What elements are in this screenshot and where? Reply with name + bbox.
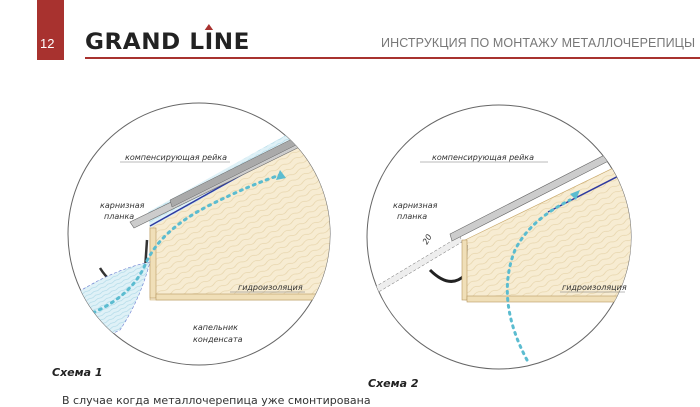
label-waterproofing: гидроизоляция xyxy=(562,283,627,292)
logo-text: GRAND L xyxy=(85,30,205,55)
label-eaves-plank-2: планка xyxy=(104,212,134,221)
page-tab xyxy=(37,0,64,60)
logo-i: I xyxy=(204,24,214,55)
label-drip-2: конденсата xyxy=(193,335,243,344)
document-title: ИНСТРУКЦИЯ ПО МОНТАЖУ МЕТАЛЛОЧЕРЕПИЦЫ xyxy=(381,36,696,50)
scheme-2-diagram: компенсирующая рейка карнизная планка 20… xyxy=(366,104,632,370)
label-waterproofing: гидроизоляция xyxy=(238,283,303,292)
grand-line-logo: GRAND LINE xyxy=(85,24,250,55)
label-eaves-plank: карнизная xyxy=(100,201,145,210)
scheme-2-caption: Схема 2 xyxy=(368,377,419,390)
dimension-label: 20 xyxy=(421,233,434,246)
page-number: 12 xyxy=(40,36,55,51)
scheme-1-caption: Схема 1 xyxy=(52,366,103,379)
air-flow xyxy=(505,198,572,362)
label-compensating-batten: компенсирующая рейка xyxy=(432,153,534,162)
logo-text-end: NE xyxy=(213,30,250,55)
label-eaves-plank: карнизная xyxy=(393,201,438,210)
header-rule xyxy=(85,57,700,59)
label-drip: капельник xyxy=(193,323,238,332)
scheme-1-diagram: компенсирующая рейка карнизная планка ги… xyxy=(67,102,331,366)
label-compensating-batten: компенсирующая рейка xyxy=(125,153,227,162)
label-eaves-plank-2: планка xyxy=(397,212,427,221)
